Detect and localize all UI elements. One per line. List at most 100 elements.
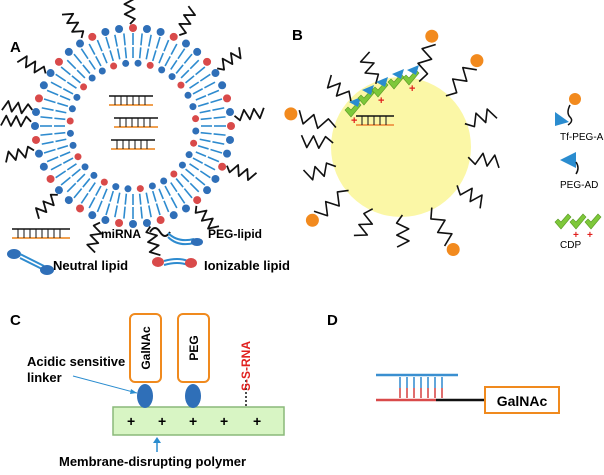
lipid-tail	[213, 116, 226, 119]
rna-conjugate: S-S-RNA	[239, 341, 253, 407]
plus-sign: +	[409, 83, 415, 95]
cdp-legend-icon: ++	[554, 213, 602, 241]
lipid-tail	[88, 59, 96, 70]
galnac-box-d	[484, 386, 560, 414]
lipid-tail	[57, 102, 69, 108]
peg-chain	[464, 108, 498, 128]
lipid-tail	[80, 48, 89, 60]
legend-b: Tf-PEG-AD PEG-AD ++ CDP	[554, 93, 604, 251]
lipid-head	[88, 211, 97, 220]
lipid-tail	[163, 39, 170, 52]
lipid-tail	[66, 59, 77, 70]
lipid-tail	[116, 192, 121, 204]
lipid-head	[64, 196, 73, 205]
mirna-legend-icon	[12, 228, 70, 239]
lipid-tail	[109, 190, 115, 202]
plus-sign: +	[573, 230, 579, 241]
lipid-tail	[123, 206, 126, 219]
peg-chain	[86, 221, 103, 254]
lipid-head	[136, 185, 144, 193]
lipid-head	[31, 108, 40, 117]
lipid-tail	[46, 156, 59, 163]
lipid-tail	[109, 50, 115, 62]
lipid-head	[193, 47, 202, 56]
lipid-head	[223, 94, 232, 103]
lipid-tail	[200, 131, 212, 135]
galnac-label-c: GalNAc	[139, 326, 153, 370]
peg-chain	[178, 5, 196, 36]
lipid-head	[101, 27, 110, 36]
cyclodextrin-nanoparticle: +++	[284, 29, 500, 256]
lipid-tail	[210, 98, 223, 104]
lipid-tail	[95, 185, 102, 197]
mirna-duplex	[111, 139, 155, 150]
lipid-head	[185, 151, 193, 159]
lipid-tail	[82, 64, 91, 74]
plus-sign: +	[378, 95, 384, 107]
lipid-head	[160, 177, 168, 185]
lipid-tail	[55, 170, 67, 179]
lipid-tail	[189, 182, 200, 193]
transferrin-ligand	[446, 243, 460, 256]
acid-linker-label-line1: Acidic sensitive	[27, 354, 125, 369]
ss-rna-label: S-S-RNA	[239, 341, 253, 391]
nanoparticle-core	[331, 77, 471, 217]
lipid-tail	[40, 133, 53, 136]
galnac-conjugate: GalNAc	[129, 313, 162, 408]
plus-charge: +	[189, 413, 197, 429]
lipid-head	[69, 141, 77, 149]
peg-chain	[0, 114, 32, 128]
lipid-tail	[71, 75, 81, 84]
lipid-tail	[185, 75, 195, 84]
lipid-tail	[200, 117, 212, 121]
lipid-tail	[183, 53, 193, 64]
lipid-head	[66, 117, 74, 125]
lipid-tail	[189, 163, 200, 171]
neutral-lipid-legend-label: Neutral lipid	[53, 258, 128, 273]
peg-chain	[430, 207, 453, 247]
lipid-tail	[105, 203, 111, 216]
lipid-tail	[180, 69, 190, 79]
lipid-tail	[189, 81, 200, 89]
lipid-tail	[158, 188, 164, 200]
lipid-tail	[76, 69, 86, 79]
lipid-head	[226, 108, 235, 117]
transferrin-ligand	[425, 29, 439, 43]
lipid-tail	[185, 168, 195, 177]
lipid-tail	[50, 163, 62, 171]
peg-chain	[226, 164, 258, 181]
lipid-tail	[140, 33, 143, 46]
ad-triangle	[392, 69, 404, 79]
lipid-tail	[170, 59, 178, 70]
lipid-head	[177, 81, 185, 89]
polymer-backbone	[112, 406, 285, 436]
lipid-head	[112, 183, 120, 191]
ss-rna-text: S-S-RNA	[239, 341, 253, 391]
lipid-tail	[148, 205, 152, 218]
lipid-tail	[155, 36, 161, 49]
lipid-head	[156, 27, 165, 36]
lipid-tail	[189, 59, 200, 70]
lipid-head	[74, 153, 82, 161]
lipid-head	[124, 185, 132, 193]
lipid-tail	[62, 157, 74, 164]
ionizable-lipid-legend-label: Ionizable lipid	[204, 258, 290, 273]
lipid-head	[181, 39, 190, 48]
lipid-tail	[50, 81, 62, 89]
lipid-head	[156, 216, 165, 225]
acid-linker-galnac	[137, 384, 153, 408]
peg-chain	[61, 12, 85, 39]
lipid-tail	[140, 206, 143, 219]
lipid-tail	[213, 133, 226, 136]
lipid-tail	[41, 141, 54, 145]
lipid-tail	[73, 188, 83, 199]
lipid-tail	[195, 176, 206, 186]
lipid-tail	[123, 33, 126, 46]
lipid-tail	[164, 185, 171, 197]
ad-triangle	[376, 77, 388, 87]
lipid-head	[146, 61, 154, 69]
lipid-tail	[62, 88, 74, 95]
lipid-tail	[197, 102, 209, 108]
lipid-head	[181, 204, 190, 213]
lipid-tail	[212, 141, 225, 145]
